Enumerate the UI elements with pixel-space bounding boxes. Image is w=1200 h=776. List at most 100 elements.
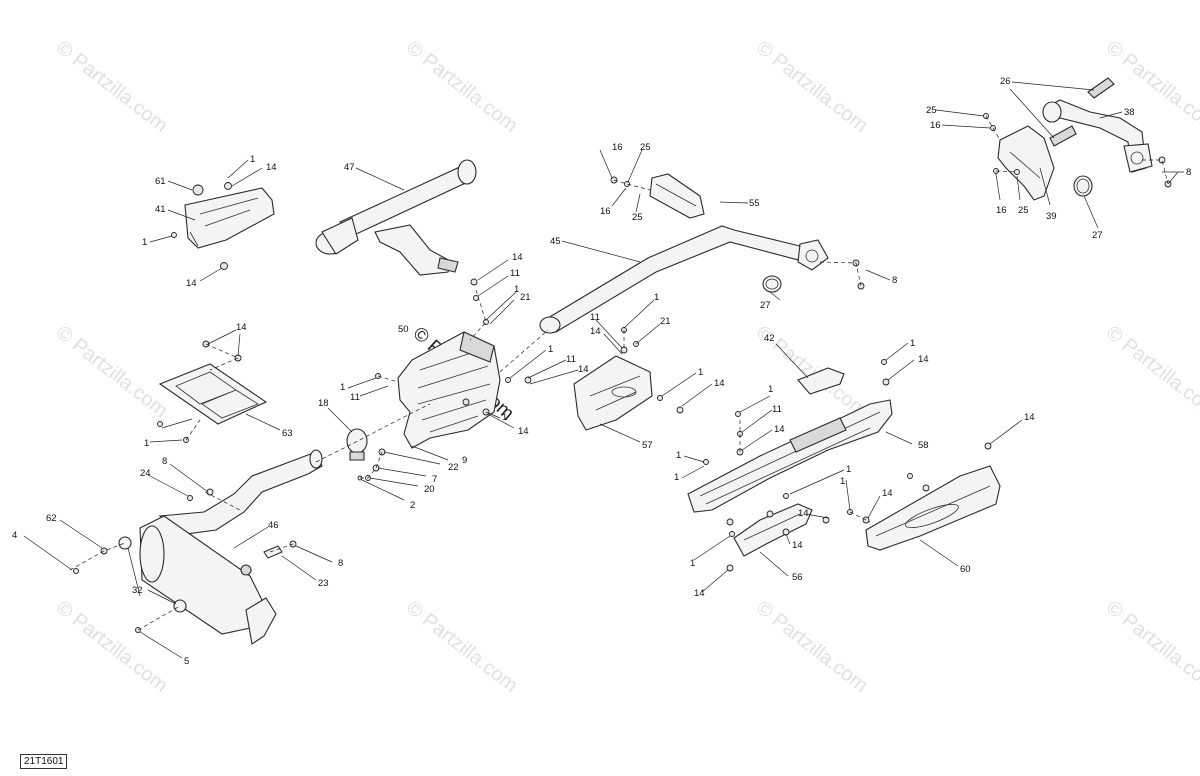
callout-24: 24	[140, 468, 151, 479]
watermark: © Partzilla.com	[402, 37, 522, 137]
callout-1: 1	[514, 284, 519, 295]
gasket-27	[762, 275, 782, 293]
callout-20: 20	[424, 484, 435, 495]
callout-8: 8	[892, 275, 897, 286]
callout-labels: 61 41 1 14 1 14 47 45 55 16 25 16 25 27 …	[12, 76, 1191, 667]
nut-14	[984, 442, 992, 450]
bolt-1	[881, 359, 887, 365]
callout-27: 27	[760, 300, 771, 311]
washer-11	[473, 295, 479, 301]
callout-27: 27	[1092, 230, 1103, 241]
nut-14	[882, 378, 890, 386]
callout-14: 14	[1024, 412, 1035, 423]
callout-38: 38	[1124, 107, 1135, 118]
heat-shield-56	[733, 503, 813, 557]
callout-14: 14	[266, 162, 277, 173]
callout-1: 1	[548, 344, 553, 355]
bolt-1	[157, 421, 163, 427]
heat-shield-50	[397, 331, 501, 449]
callout-1: 1	[676, 450, 681, 461]
callout-14: 14	[590, 326, 601, 337]
assembly-lines	[69, 115, 1169, 631]
callout-14: 14	[186, 278, 197, 289]
callout-4: 4	[12, 530, 17, 541]
heat-shield-39	[997, 125, 1055, 201]
stud-23	[263, 545, 283, 559]
bolt-24	[187, 495, 193, 501]
bracket-41	[171, 182, 275, 270]
watermark: © Partzilla.com	[1102, 322, 1200, 422]
callout-63: 63	[282, 428, 293, 439]
callout-16: 16	[930, 120, 941, 131]
callout-16: 16	[600, 206, 611, 217]
callout-25: 25	[632, 212, 643, 223]
bolt-1	[729, 531, 735, 537]
nut-14	[676, 406, 684, 414]
callout-1: 1	[142, 237, 147, 248]
watermark: © Partzilla.com	[1102, 597, 1200, 697]
watermark: © Partzilla.com	[52, 597, 172, 697]
callout-11: 11	[772, 404, 782, 415]
callout-11: 11	[350, 392, 360, 403]
clamp-18	[346, 428, 368, 461]
pipe-45	[539, 225, 829, 334]
callout-39: 39	[1046, 211, 1057, 222]
nut-14	[922, 484, 930, 492]
callout-8: 8	[338, 558, 343, 569]
callout-14: 14	[792, 540, 803, 551]
callout-21: 21	[660, 316, 671, 327]
callout-16: 16	[996, 205, 1007, 216]
callout-14: 14	[236, 322, 247, 333]
callout-50: 50	[398, 324, 409, 335]
leader-lines	[23, 81, 1184, 659]
bolt-1	[907, 473, 913, 479]
callout-25: 25	[1018, 205, 1029, 216]
callout-8: 8	[1186, 167, 1191, 178]
grommet-32	[118, 536, 132, 550]
callout-22: 22	[448, 462, 459, 473]
bolt-1	[735, 411, 741, 417]
watermark: © Partzilla.com	[52, 37, 172, 137]
callout-1: 1	[698, 367, 703, 378]
callout-14: 14	[774, 424, 785, 435]
callout-11: 11	[510, 268, 520, 279]
callout-9: 9	[462, 455, 467, 466]
callout-45: 45	[550, 236, 561, 247]
grommet-32	[173, 599, 187, 613]
bolt-1	[783, 493, 789, 499]
nut-14	[766, 510, 774, 518]
callout-14: 14	[882, 488, 893, 499]
watermark: © Partzilla.com	[752, 37, 872, 137]
callout-18: 18	[318, 398, 329, 409]
bolt-4	[73, 568, 79, 574]
callout-32: 32	[132, 585, 143, 596]
callout-26: 26	[1000, 76, 1011, 87]
callout-7: 7	[432, 474, 437, 485]
bolt-1	[657, 395, 663, 401]
callout-61: 61	[155, 176, 166, 187]
callout-5: 5	[184, 656, 189, 667]
callout-14: 14	[518, 426, 529, 437]
callout-46: 46	[268, 520, 279, 531]
bolt-16	[990, 125, 996, 131]
heat-shield-55	[610, 173, 705, 219]
bolt-1	[703, 459, 709, 465]
plate-42	[797, 367, 845, 395]
nut-14	[524, 376, 532, 384]
callout-2: 2	[410, 500, 415, 511]
grille-63	[158, 363, 268, 425]
nut-14	[782, 528, 790, 536]
nut-14	[726, 518, 734, 526]
callout-47: 47	[344, 162, 355, 173]
callout-23: 23	[318, 578, 329, 589]
callout-60: 60	[960, 564, 971, 575]
callout-16: 16	[612, 142, 623, 153]
callout-41: 41	[155, 204, 166, 215]
callout-25: 25	[926, 105, 937, 116]
callout-14: 14	[918, 354, 929, 365]
callout-57: 57	[642, 440, 653, 451]
manifold-38	[1042, 77, 1153, 173]
pipe-47	[315, 159, 477, 276]
callout-1: 1	[690, 558, 695, 569]
callout-1: 1	[340, 382, 345, 393]
